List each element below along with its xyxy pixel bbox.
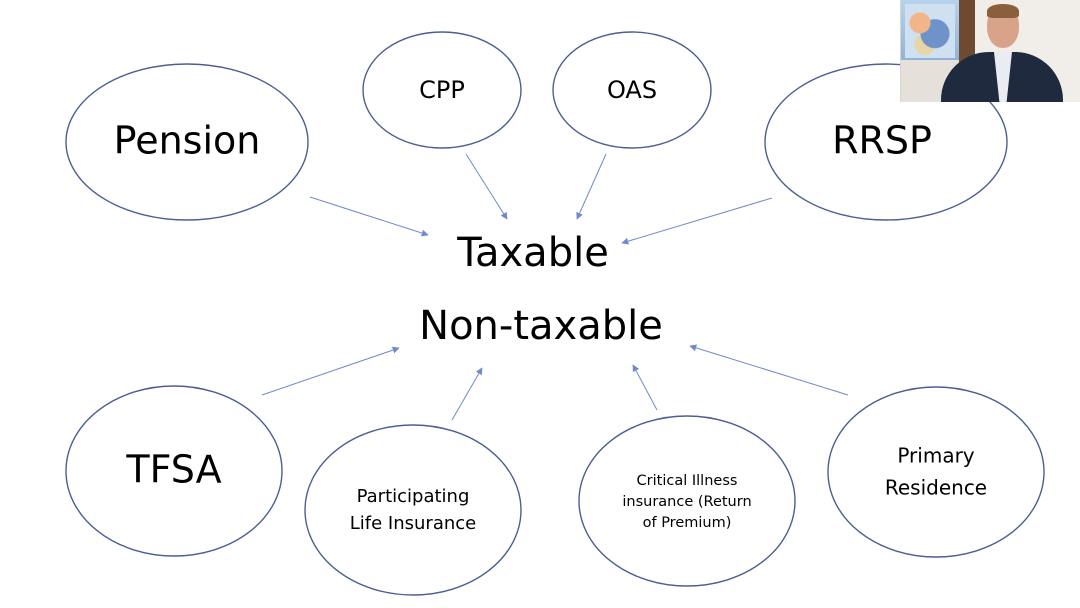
arrow-tfsa-to-nontaxable [261, 346, 400, 396]
node-cpp: CPP [362, 31, 522, 149]
node-pension: Pension [65, 63, 309, 221]
arrow-primary-residence-to-nontaxable [689, 344, 849, 396]
node-rrsp: RRSP [764, 63, 1008, 221]
arrow-pension-to-taxable [309, 196, 429, 237]
arrow-oas-to-taxable [576, 153, 607, 220]
webcam-background-painting [905, 4, 955, 58]
node-cpp-label: CPP [419, 76, 465, 104]
arrow-par-life-to-nontaxable [451, 367, 483, 421]
taxable-label: Taxable [456, 230, 609, 276]
node-pension-label: Pension [114, 119, 261, 163]
node-critical-illness-line-1: Critical Illness [637, 473, 738, 489]
node-primary-residence-line-1: Primary [897, 444, 974, 468]
arrow-cpp-to-taxable [465, 153, 508, 220]
arrows [261, 153, 849, 421]
presenter-webcam-video [900, 0, 1080, 102]
node-critical-illness-line-3: of Premium) [643, 515, 732, 531]
node-participating-life-insurance-line-2: Life Insurance [350, 513, 476, 534]
node-participating-life-insurance: Participating Life Insurance [304, 424, 522, 596]
node-rrsp-label: RRSP [832, 119, 932, 163]
arrow-critical-illness-to-nontaxable [632, 364, 658, 411]
node-primary-residence: Primary Residence [827, 386, 1045, 558]
node-tfsa: TFSA [65, 385, 283, 557]
node-participating-life-insurance-line-1: Participating [357, 486, 470, 507]
node-oas: OAS [552, 31, 712, 149]
node-oas-label: OAS [607, 76, 657, 104]
node-tfsa-label: TFSA [125, 448, 221, 492]
non-taxable-label: Non-taxable [419, 303, 663, 349]
presenter-shirt [994, 52, 1012, 102]
node-critical-illness-line-2: insurance (Return [622, 494, 751, 510]
presenter-hair [987, 4, 1019, 18]
node-primary-residence-line-2: Residence [885, 476, 987, 500]
arrow-rrsp-to-taxable [621, 197, 773, 245]
node-critical-illness-insurance: Critical Illness insurance (Return of Pr… [578, 415, 796, 587]
